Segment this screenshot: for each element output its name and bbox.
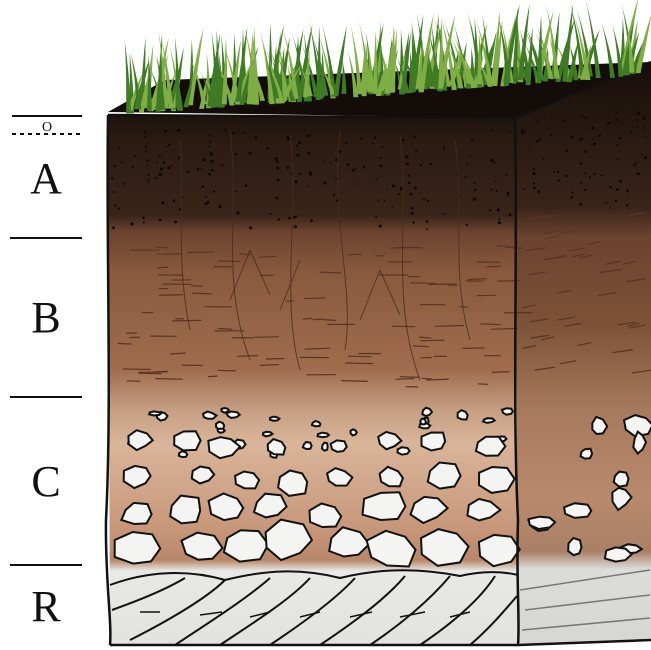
soil-block-side-face [515, 62, 651, 645]
horizon-label-c: C [31, 457, 60, 506]
horizon-label-r: R [31, 582, 61, 631]
soil-block-front-face [108, 115, 518, 645]
horizon-label-a: A [30, 154, 62, 203]
horizon-labels: O A B C R [10, 116, 82, 631]
horizon-label-b: B [31, 293, 60, 342]
horizon-label-o: O [42, 120, 52, 135]
